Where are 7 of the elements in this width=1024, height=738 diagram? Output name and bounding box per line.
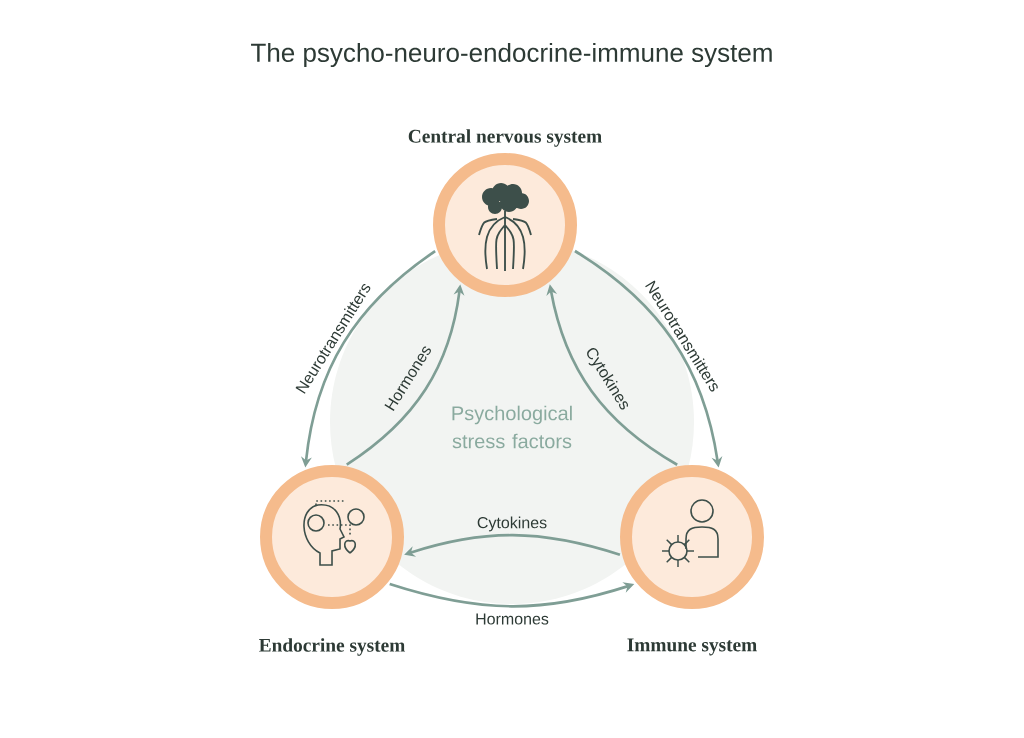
edge-label: Cytokines xyxy=(477,516,547,532)
node-label: Endocrine system xyxy=(259,638,405,656)
node-label: Central nervous system xyxy=(408,129,602,147)
title: The psycho-neuro-endocrine-immune system xyxy=(251,42,772,68)
node-label: Immune system xyxy=(627,638,757,656)
edge-label: Hormones xyxy=(476,613,549,625)
center-text: Psychological stress factors xyxy=(452,405,572,449)
